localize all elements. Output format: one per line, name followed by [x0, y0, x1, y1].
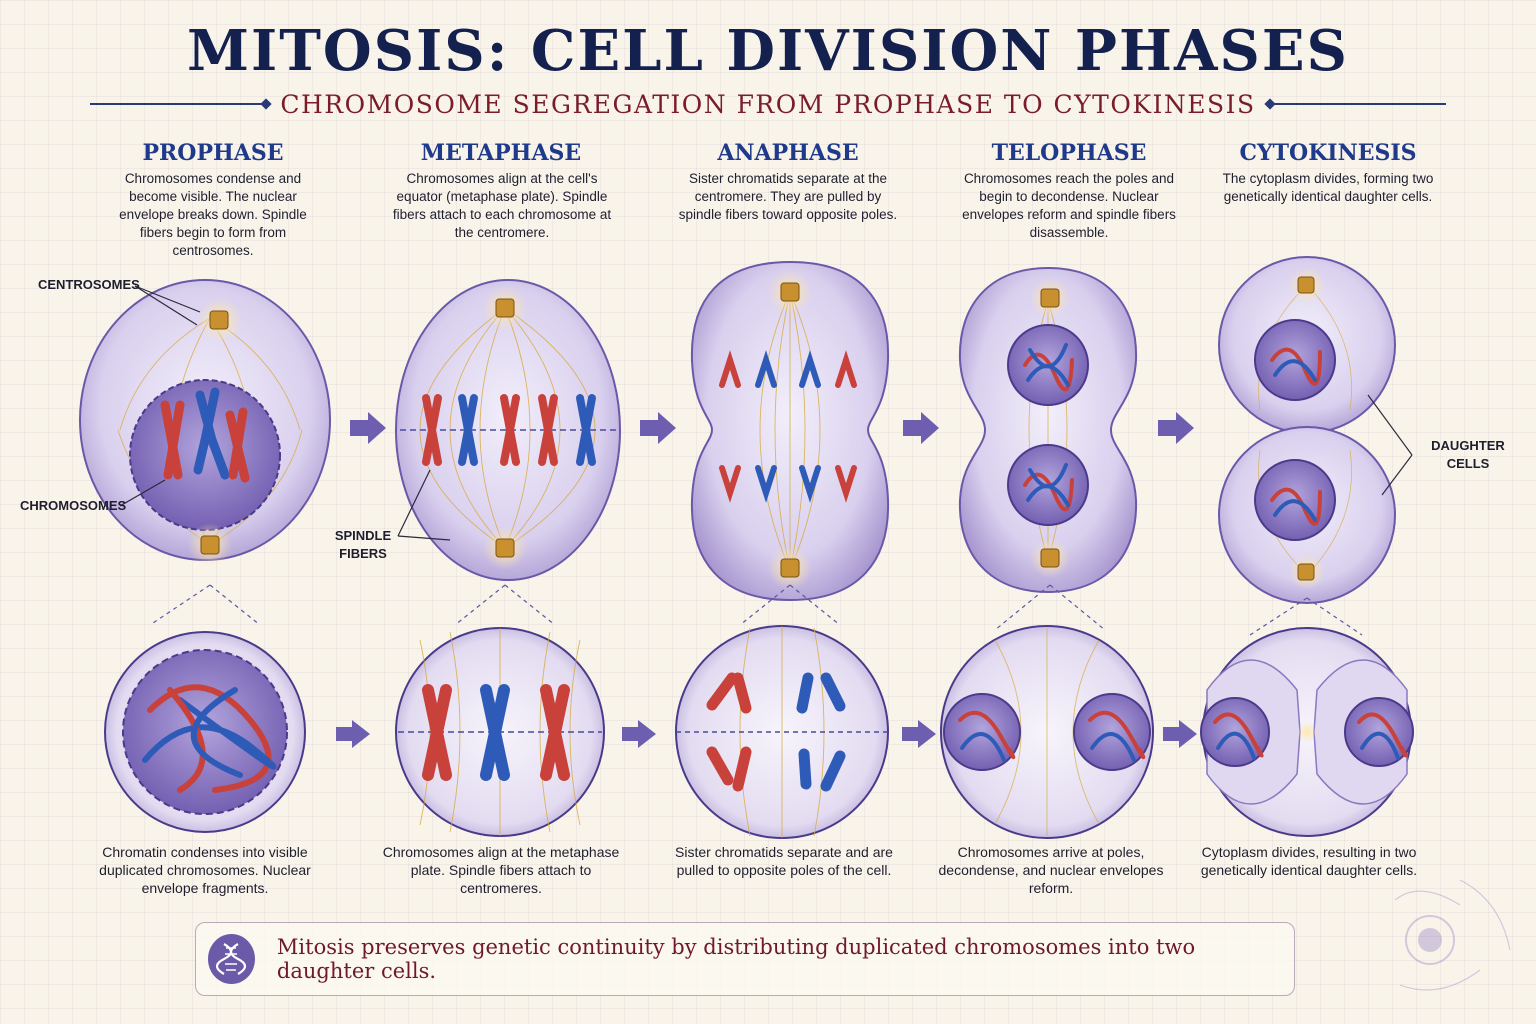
summary-box: Mitosis preserves genetic continuity by … — [195, 922, 1295, 996]
label-spindle-fibers: SPINDLE FIBERS — [333, 527, 393, 563]
phase-heading-telophase: TELOPHASE — [991, 140, 1147, 166]
metaphase-zoom — [395, 627, 605, 837]
label-spindle-line2: FIBERS — [339, 546, 387, 561]
arrow-right-icon — [902, 720, 936, 748]
arrow-right-icon — [1158, 412, 1194, 444]
label-daughter-cells: DAUGHTER CELLS — [1430, 437, 1506, 473]
centrosome-icon — [1040, 548, 1060, 568]
centrosome-icon — [495, 538, 515, 558]
centrosome-icon — [1040, 288, 1060, 308]
phase-desc-cytokinesis: The cytoplasm divides, forming two genet… — [1222, 171, 1434, 204]
centrosome-icon — [1297, 563, 1315, 581]
telophase-zoom — [940, 625, 1154, 839]
prophase-cell — [79, 279, 331, 567]
subtitle-rule-right — [1263, 98, 1446, 110]
arrow-right-icon — [350, 412, 386, 444]
prophase-zoom — [104, 631, 306, 833]
label-spindle-line1: SPINDLE — [334, 528, 392, 543]
arrow-right-icon — [640, 412, 676, 444]
centrosome-icon — [495, 298, 515, 318]
label-daughter-line2: CELLS — [1446, 456, 1490, 471]
telophase-cell — [958, 266, 1138, 594]
caption-metaphase: Chromosomes align at the metaphase plate… — [382, 844, 620, 896]
phase-desc-anaphase: Sister chromatids separate at the centro… — [678, 171, 898, 222]
phase-arrows-top — [350, 412, 1194, 444]
phase-arrows-bottom — [336, 720, 1197, 748]
subtitle: CHROMOSOME SEGREGATION FROM PROPHASE TO … — [280, 89, 1256, 119]
metaphase-cell — [395, 279, 621, 581]
arrow-right-icon — [622, 720, 656, 748]
arrow-right-icon — [336, 720, 370, 748]
centrosome-icon — [200, 535, 220, 555]
arrow-right-icon — [1163, 720, 1197, 748]
phase-heading-prophase: PROPHASE — [142, 140, 284, 166]
zoom-connectors — [149, 584, 1363, 636]
phase-desc-metaphase: Chromosomes align at the cell's equator … — [392, 171, 612, 240]
page-title: MITOSIS: CELL DIVISION PHASES — [187, 18, 1349, 84]
phase-heading-cytokinesis: CYTOKINESIS — [1239, 140, 1417, 166]
dna-icon — [208, 934, 255, 984]
centrosome-icon — [780, 558, 800, 578]
decorative-cell-icon — [1394, 879, 1511, 991]
subtitle-rule-left — [90, 98, 273, 110]
caption-telophase: Chromosomes arrive at poles, decondense,… — [938, 844, 1164, 896]
anaphase-zoom — [675, 625, 889, 839]
phase-desc-telophase: Chromosomes reach the poles and begin to… — [962, 171, 1176, 240]
arrow-right-icon — [903, 412, 939, 444]
caption-anaphase: Sister chromatids separate and are pulle… — [675, 844, 893, 878]
label-chromosomes: CHROMOSOMES — [20, 498, 127, 513]
centrosome-icon — [780, 282, 800, 302]
cytokinesis-cells — [1218, 256, 1396, 604]
phase-heading-anaphase: ANAPHASE — [717, 140, 859, 166]
centrosome-icon — [1297, 276, 1315, 294]
anaphase-cell — [690, 260, 890, 602]
caption-cytokinesis: Cytoplasm divides, resulting in two gene… — [1200, 844, 1418, 878]
label-daughter-line1: DAUGHTER — [1431, 438, 1505, 453]
label-centrosomes: CENTROSOMES — [38, 277, 140, 292]
subtitle-row: CHROMOSOME SEGREGATION FROM PROPHASE TO … — [90, 86, 1446, 122]
caption-prophase: Chromatin condenses into visible duplica… — [99, 844, 311, 896]
phase-desc-prophase: Chromosomes condense and become visible.… — [119, 171, 307, 258]
cytokinesis-zoom — [1200, 627, 1414, 837]
centrosome-icon — [209, 310, 229, 330]
callout-lines — [119, 285, 1413, 541]
phase-heading-metaphase: METAPHASE — [420, 140, 582, 166]
summary-text: Mitosis preserves genetic continuity by … — [276, 935, 1196, 983]
